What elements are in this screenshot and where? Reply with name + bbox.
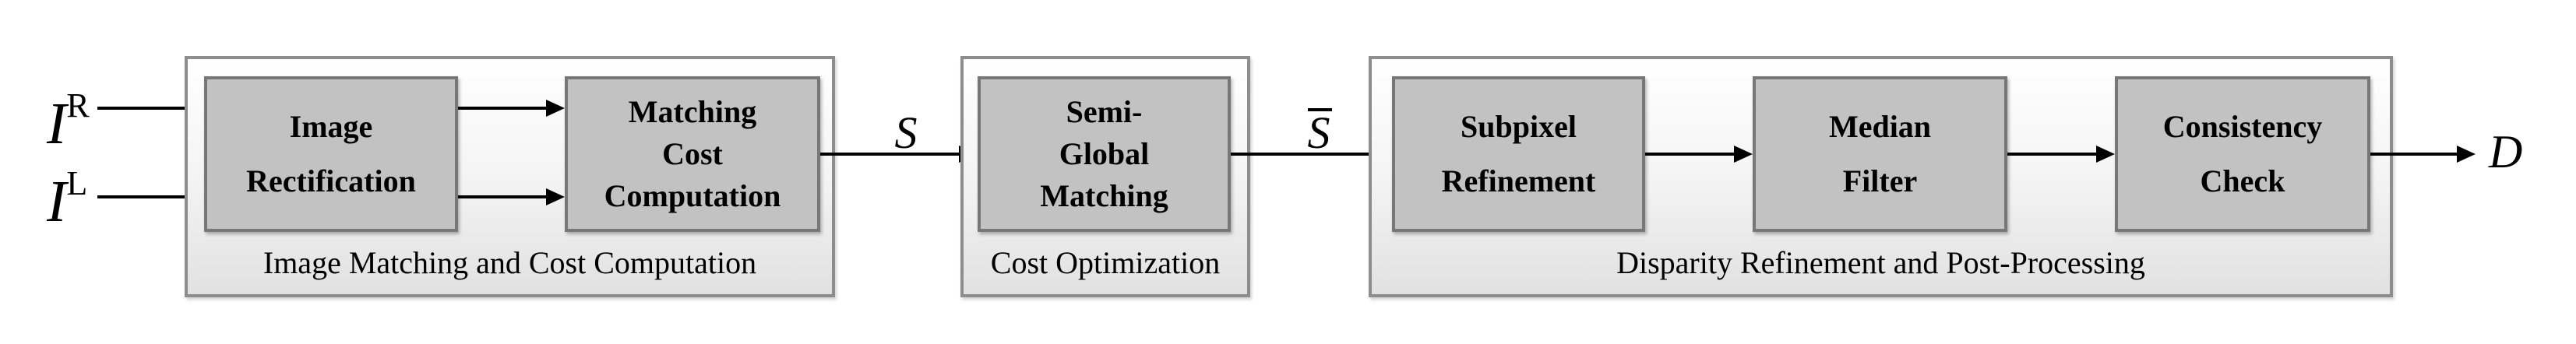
edge-label-optimized-cost: S <box>1280 107 1358 158</box>
box-consistency-check: Consistency Check <box>2115 76 2370 232</box>
box-label: Median Filter <box>1828 109 1932 198</box>
output-label-disparity: D <box>2489 126 2523 177</box>
arrow-output-disparity <box>2370 153 2457 156</box>
group-caption: Image Matching and Cost Computation <box>263 245 757 280</box>
arrow-input-IL <box>97 195 185 198</box>
arrow-input-IR <box>97 107 185 110</box>
input-label-right-image: IR <box>47 75 90 155</box>
box-label: Subpixel Refinement <box>1441 109 1596 198</box>
box-image-rectification: Image Rectification <box>204 76 458 232</box>
group-cost-optimization: Semi- Global Matching Cost Optimization <box>960 56 1250 297</box>
arrow-rectification-to-cost-top <box>458 107 546 110</box>
input-symbol: I <box>47 91 67 156</box>
group-image-matching-cost: Image Rectification Matching Cost Comput… <box>185 56 835 297</box>
box-subpixel-refinement: Subpixel Refinement <box>1392 76 1645 232</box>
box-label: Consistency Check <box>2162 109 2323 198</box>
arrow-sgm-to-subpixel <box>1231 153 1373 156</box>
box-label: Image Rectification <box>246 109 416 198</box>
group-caption: Cost Optimization <box>990 245 1221 280</box>
input-symbol: I <box>47 169 67 234</box>
input-superscript: R <box>66 86 90 125</box>
box-matching-cost-computation: Matching Cost Computation <box>565 76 820 232</box>
arrow-median-to-consistency <box>2007 153 2096 156</box>
input-superscript: L <box>66 164 88 202</box>
input-label-left-image: IL <box>47 153 87 233</box>
cost-volume-symbol: S <box>894 107 918 158</box>
box-label: Semi- Global Matching <box>1040 94 1168 213</box>
box-semi-global-matching: Semi- Global Matching <box>978 76 1231 232</box>
box-median-filter: Median Filter <box>1753 76 2007 232</box>
group-caption: Disparity Refinement and Post-Processing <box>1616 245 2145 280</box>
arrow-subpixel-to-median <box>1645 153 1734 156</box>
group-disparity-refinement: Subpixel Refinement Median Filter Consis… <box>1369 56 2393 297</box>
arrow-cost-to-sgm <box>820 153 959 156</box>
arrow-rectification-to-cost-bottom <box>458 195 546 198</box>
box-label: Matching Cost Computation <box>604 94 781 213</box>
edge-label-cost-volume: S <box>867 110 945 156</box>
optimized-cost-symbol: S <box>1307 107 1332 158</box>
